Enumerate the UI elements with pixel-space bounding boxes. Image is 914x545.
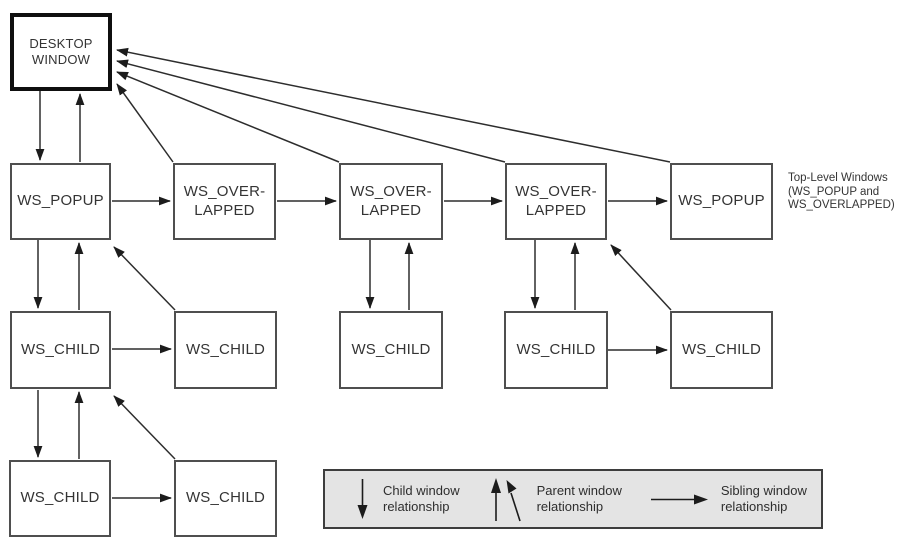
- parent-arrow-overlapped2-to-desktop: [116, 71, 340, 163]
- parent-arrow-child3b-to-overlapped3: [610, 244, 672, 311]
- top-level-windows-note: Top-Level Windows (WS_POPUP and WS_OVERL…: [788, 172, 895, 212]
- node-ws-grandchild-2: WS_CHILD: [174, 460, 277, 537]
- node-ws-overlapped-2: WS_OVER- LAPPED: [339, 163, 443, 240]
- node-ws-popup-right: WS_POPUP: [670, 163, 773, 240]
- parent-arrow-overlapped1-to-desktop: [116, 83, 174, 163]
- node-ws-child-popup-2: WS_CHILD: [174, 311, 277, 389]
- legend-item-child: Child window relationship: [355, 478, 460, 520]
- parent-arrow-popupright-to-desktop: [116, 47, 671, 163]
- right-arrow-icon: [650, 494, 708, 504]
- node-desktop-window: DESKTOP WINDOW: [10, 13, 112, 91]
- node-ws-child-overlapped-2: WS_CHILD: [339, 311, 443, 389]
- node-ws-child-popup-1: WS_CHILD: [10, 311, 111, 389]
- legend-label-child: Child window relationship: [383, 482, 460, 514]
- legend: Child window relationship Parent window …: [323, 469, 823, 529]
- legend-item-sibling: Sibling window relationship: [650, 483, 807, 516]
- node-ws-child-overlapped-3a: WS_CHILD: [504, 311, 608, 389]
- up-arrows-icon: [490, 478, 521, 522]
- parent-arrow-child2-to-popup: [113, 246, 176, 311]
- parent-arrow-grandchild2-to-child: [113, 395, 176, 460]
- legend-item-parent: Parent window relationship: [488, 476, 622, 522]
- down-arrow-icon: [357, 479, 368, 519]
- node-ws-overlapped-3: WS_OVER- LAPPED: [505, 163, 607, 240]
- node-ws-overlapped-1: WS_OVER- LAPPED: [173, 163, 276, 240]
- parent-arrow-overlapped3-to-desktop: [116, 59, 506, 163]
- node-ws-popup-left: WS_POPUP: [10, 163, 111, 240]
- legend-label-parent: Parent window relationship: [536, 482, 622, 514]
- legend-label-sibling: Sibling window relationship: [720, 482, 807, 514]
- node-ws-child-overlapped-3b: WS_CHILD: [670, 311, 773, 389]
- node-ws-grandchild-1: WS_CHILD: [9, 460, 111, 537]
